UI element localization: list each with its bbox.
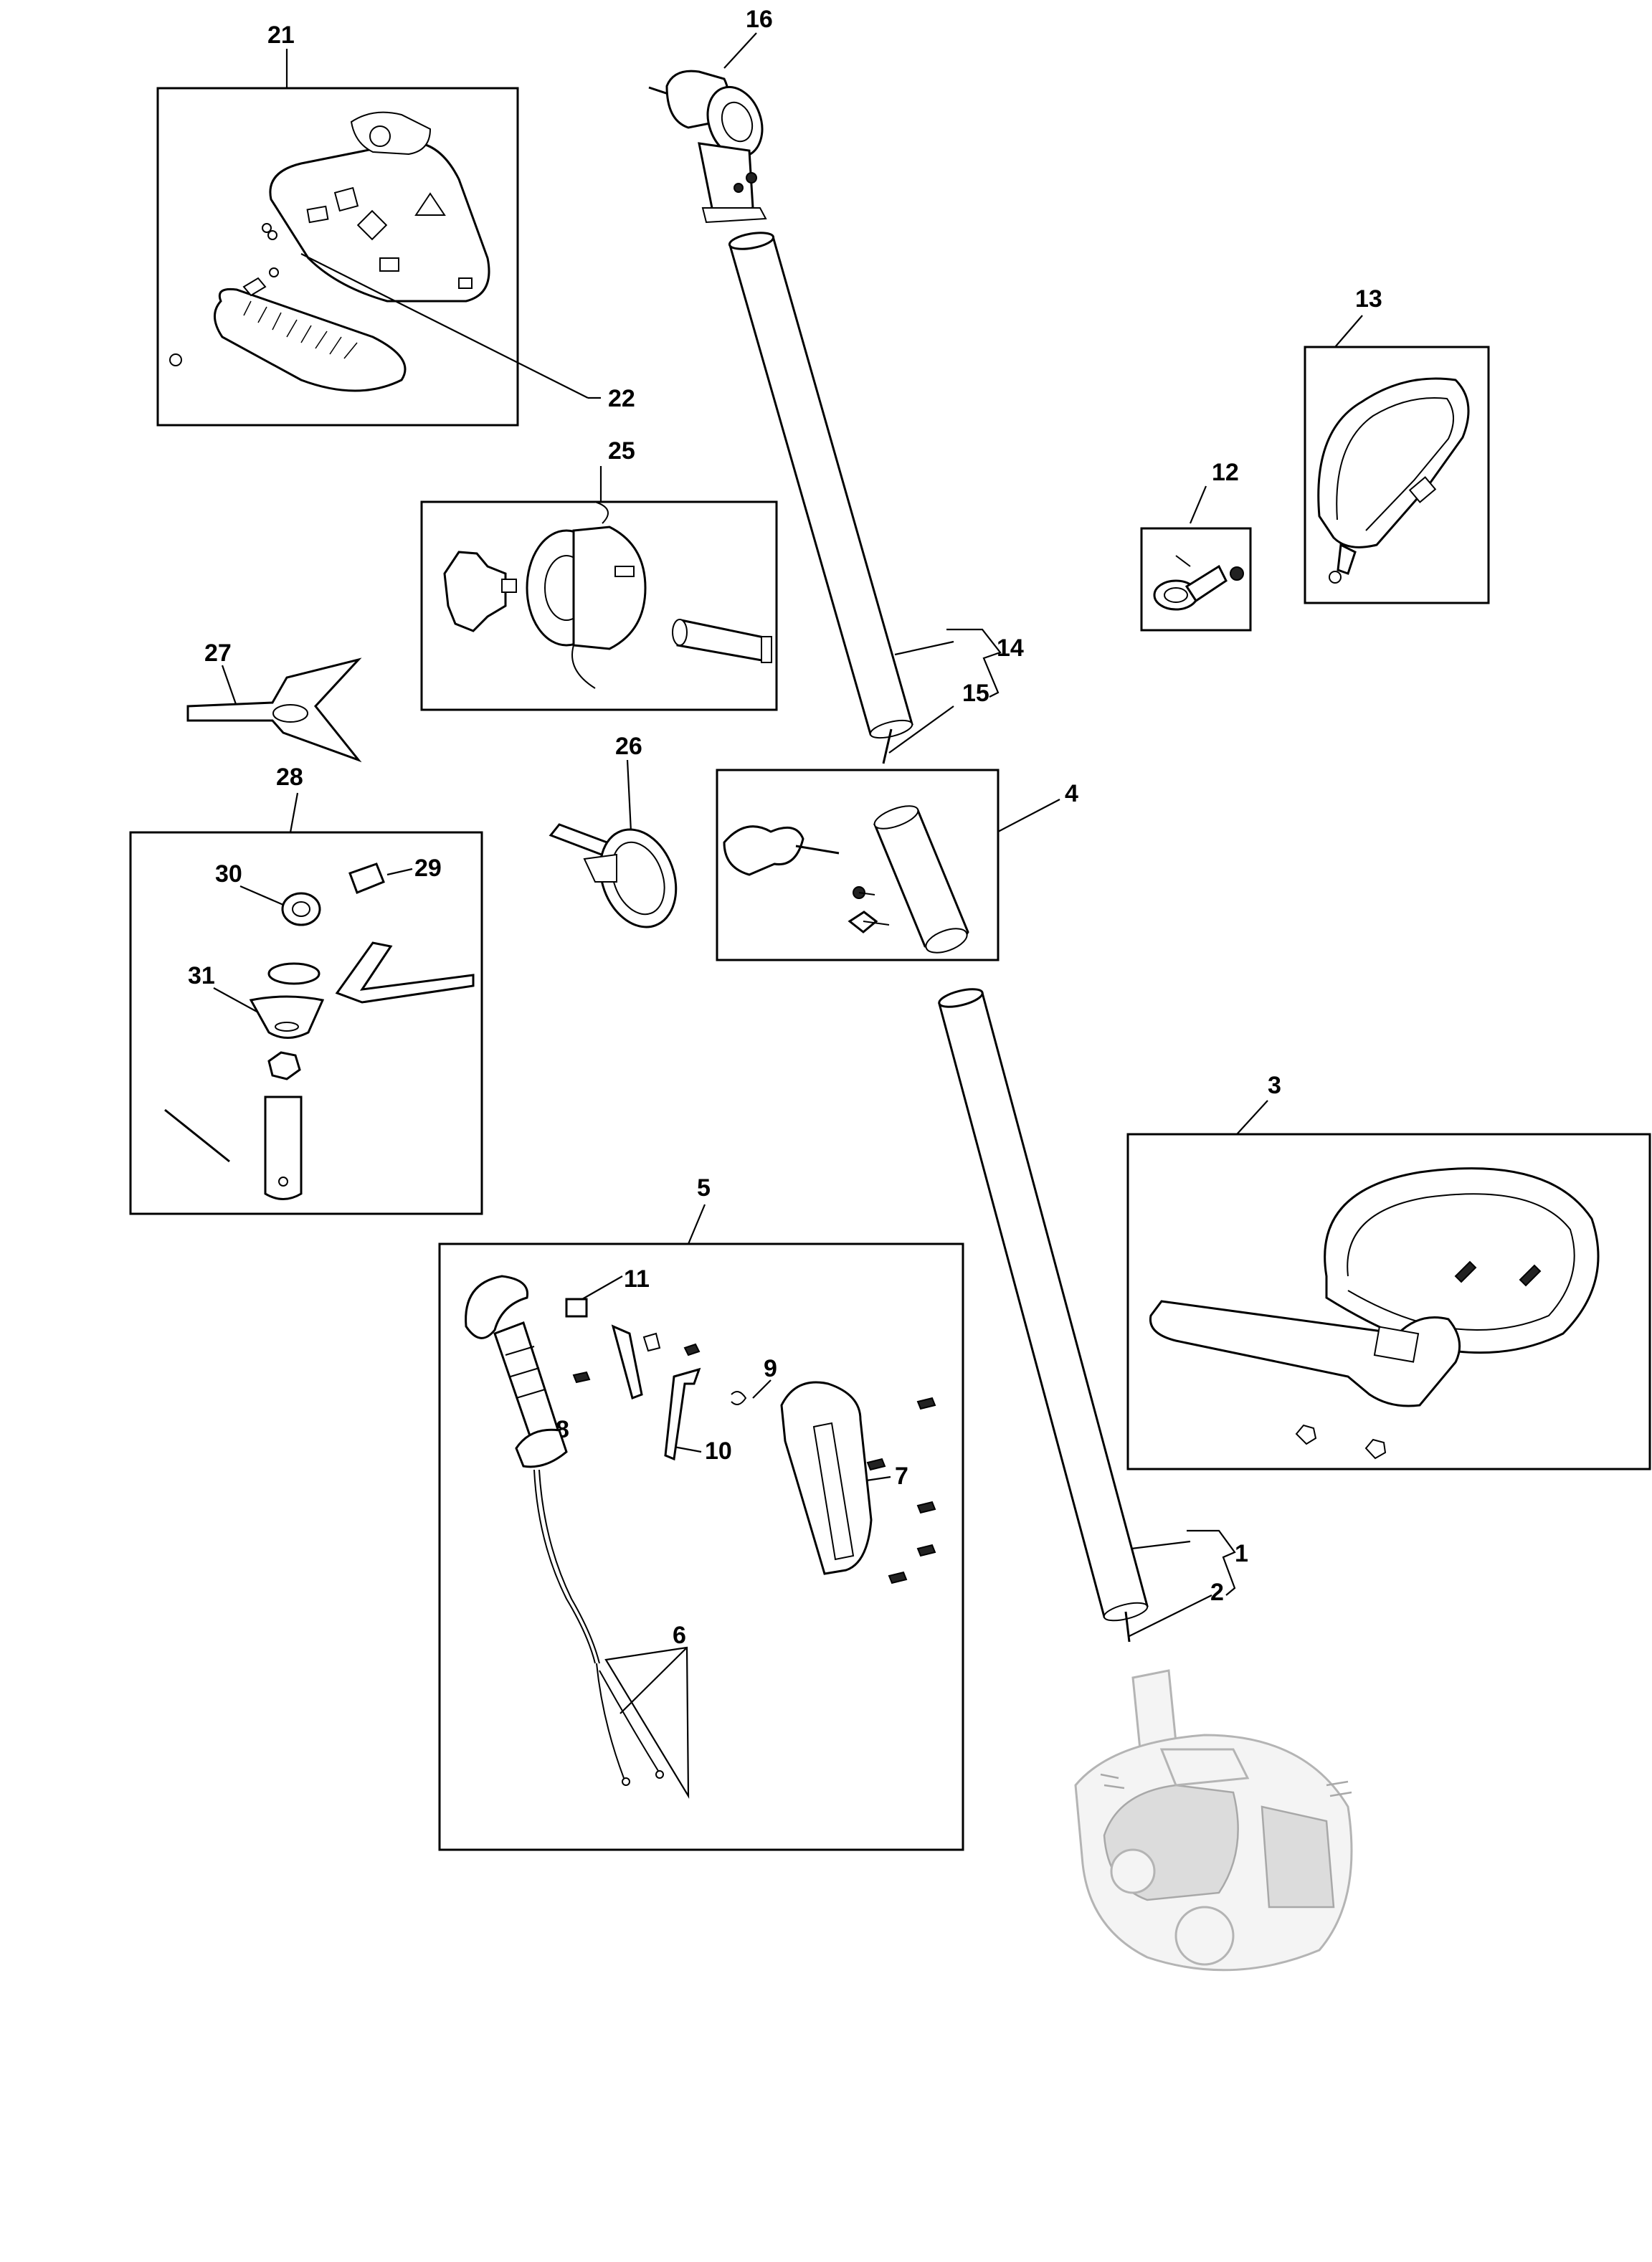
harness-strap-icon bbox=[1317, 377, 1470, 584]
callout-26: 26 bbox=[615, 733, 642, 760]
coupler-icon bbox=[723, 805, 969, 954]
blade-kit-icon bbox=[164, 862, 475, 1200]
callout-27: 27 bbox=[204, 640, 232, 667]
gear-head-icon bbox=[648, 70, 767, 224]
callout-13: 13 bbox=[1355, 285, 1382, 313]
rear-grip-icon bbox=[780, 1381, 936, 1584]
blade-icon bbox=[186, 657, 362, 763]
trimmer-head-box bbox=[420, 500, 778, 711]
callout-15: 15 bbox=[962, 680, 989, 707]
coupler-box bbox=[716, 769, 1000, 961]
support-loop-icon bbox=[1149, 1167, 1600, 1460]
callout-11: 11 bbox=[624, 1265, 650, 1293]
engine-icon bbox=[1074, 1669, 1353, 1972]
callout-9: 9 bbox=[764, 1355, 777, 1382]
callout-7: 7 bbox=[895, 1463, 908, 1490]
callout-29: 29 bbox=[414, 855, 442, 882]
gear-head-group: 16 bbox=[648, 6, 773, 224]
handle-box bbox=[438, 1242, 964, 1851]
support-box bbox=[1126, 1133, 1651, 1470]
grass-guard-icon bbox=[169, 111, 490, 392]
blade-kit-group: 28 30 29 31 bbox=[129, 764, 483, 1215]
callout-16: 16 bbox=[746, 6, 773, 33]
support-group: 3 bbox=[1126, 1072, 1651, 1470]
coupler-group: 4 bbox=[716, 769, 1078, 961]
callout-30: 30 bbox=[215, 860, 242, 888]
trigger-parts-icon bbox=[565, 1298, 747, 1461]
callout-14: 14 bbox=[997, 635, 1024, 662]
harness-box bbox=[1304, 346, 1490, 604]
bracket-group: 26 bbox=[549, 733, 678, 928]
callout-31: 31 bbox=[188, 962, 215, 989]
guard-box bbox=[156, 87, 519, 427]
callout-21: 21 bbox=[267, 22, 295, 49]
clamp-box bbox=[1140, 527, 1252, 632]
throttle-cable-icon bbox=[533, 1469, 664, 1786]
callout-6: 6 bbox=[673, 1622, 686, 1649]
blade-group: 27 bbox=[186, 640, 362, 763]
guard-group: 21 22 bbox=[156, 22, 635, 427]
callout-3: 3 bbox=[1268, 1072, 1281, 1099]
callout-25: 25 bbox=[608, 437, 635, 465]
callout-12: 12 bbox=[1212, 459, 1239, 486]
trimmer-head-group: 25 bbox=[420, 437, 778, 711]
upper-shaft-group: 14 15 bbox=[728, 232, 1024, 764]
front-grip-icon bbox=[465, 1275, 568, 1468]
handle-group: 5 11 9 10 8 7 6 bbox=[438, 1174, 964, 1851]
shield-bracket-icon bbox=[549, 823, 678, 928]
harness-group: 13 bbox=[1304, 285, 1490, 604]
callout-28: 28 bbox=[276, 764, 303, 791]
callout-5: 5 bbox=[697, 1174, 711, 1202]
callout-1: 1 bbox=[1235, 1540, 1248, 1567]
callout-10: 10 bbox=[705, 1437, 732, 1465]
clamp-group: 12 bbox=[1140, 459, 1252, 632]
callout-22: 22 bbox=[608, 385, 635, 412]
callout-2: 2 bbox=[1210, 1579, 1224, 1606]
lower-shaft-group: 1 2 bbox=[938, 988, 1248, 1643]
callout-4: 4 bbox=[1065, 780, 1078, 807]
blade-kit-box bbox=[129, 831, 483, 1215]
trimmer-head-icon bbox=[443, 501, 772, 689]
handle-clamp-icon bbox=[1153, 555, 1244, 611]
